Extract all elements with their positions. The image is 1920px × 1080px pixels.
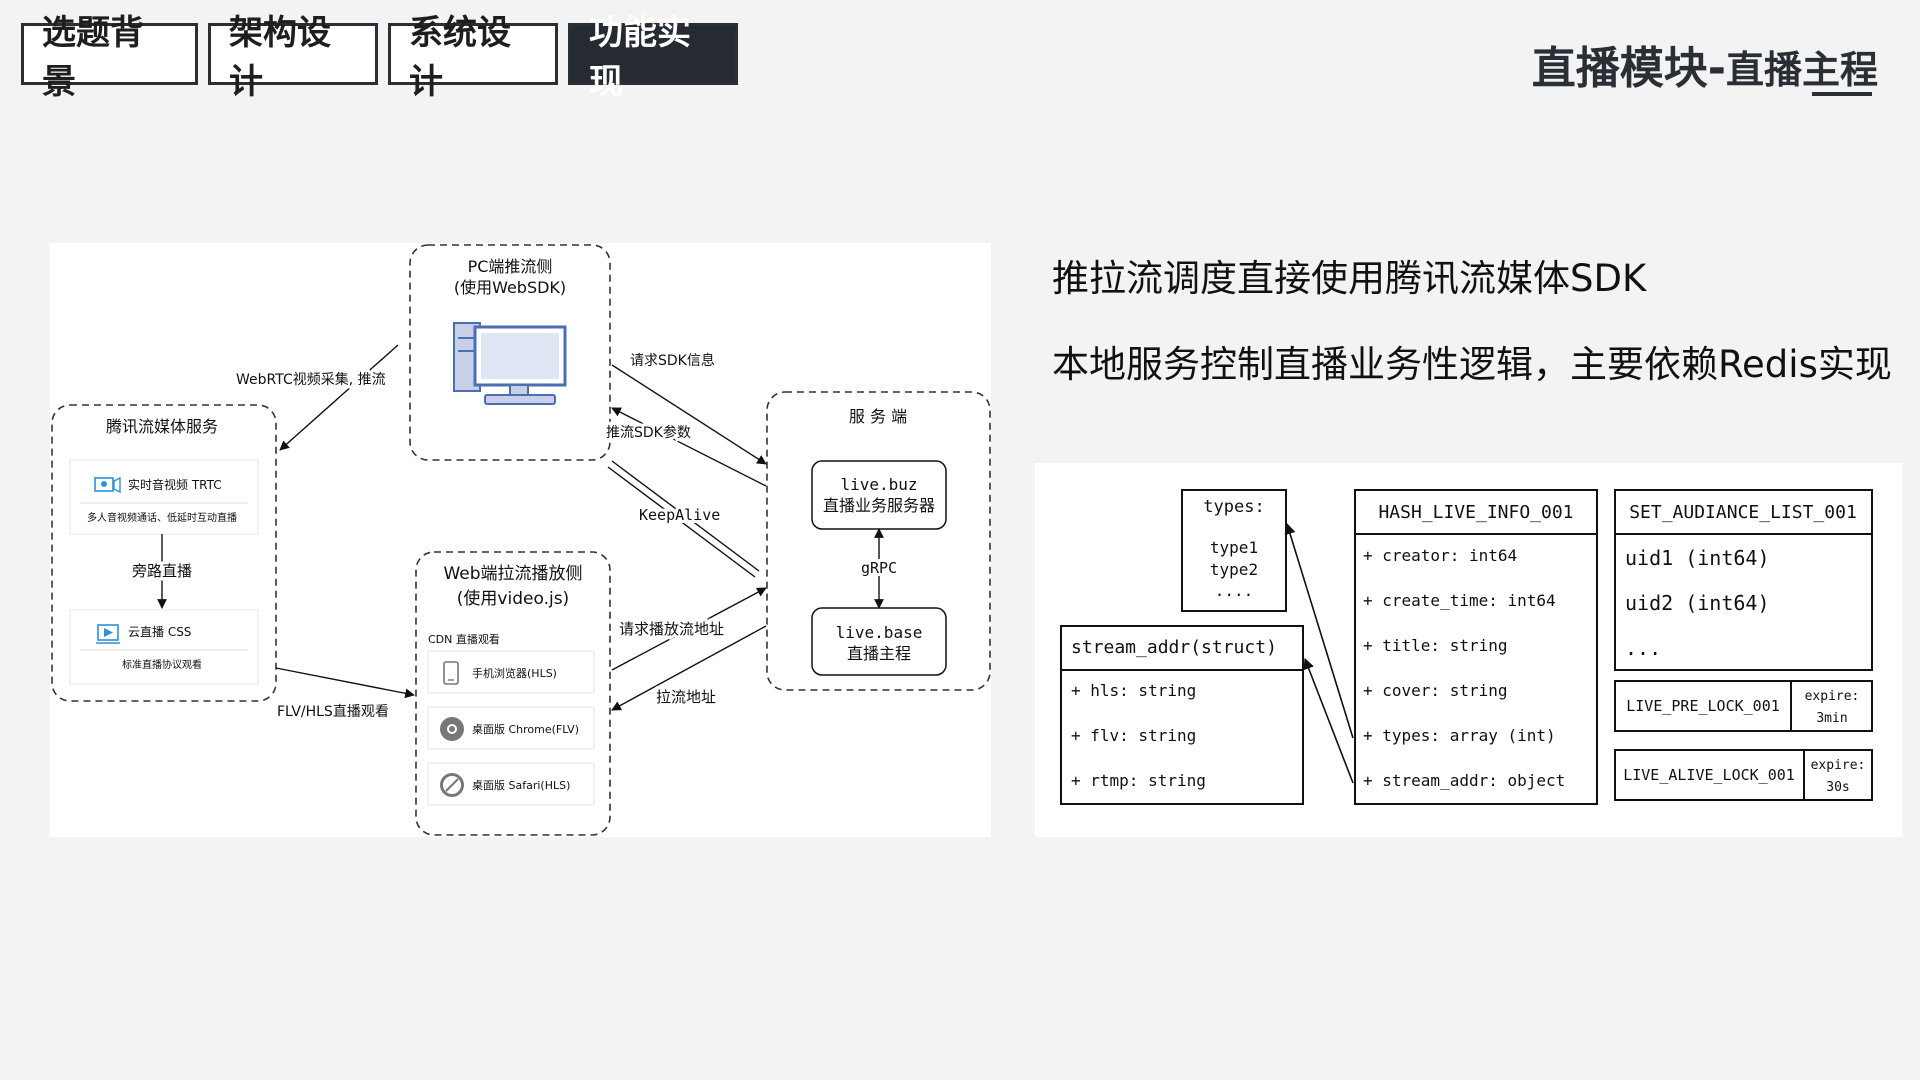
- tab-background[interactable]: 选题背景: [21, 13, 198, 102]
- server-node: 服 务 端 live.buz 直播业务服务器 live.base 直播主程 gR…: [766, 391, 991, 691]
- types-item-2: type2: [1210, 560, 1258, 579]
- hash-field-5: + types: array (int): [1363, 726, 1556, 745]
- pre-lock-expire-value: 3min: [1816, 711, 1847, 726]
- edge-label-request-pull: 请求播放流地址: [619, 620, 724, 638]
- edge-label-push-sdk: 推流SDK参数: [606, 424, 691, 441]
- edge-pull-address: 拉流地址: [611, 625, 767, 711]
- bypass-label: 旁路直播: [132, 562, 192, 580]
- stream-field-2: + flv: string: [1071, 726, 1196, 745]
- arrow-types-ref: [1284, 522, 1354, 739]
- hash-live-info-box: HASH_LIVE_INFO_001 + creator: int64 + cr…: [1354, 489, 1598, 805]
- tencent-title: 腾讯流媒体服务: [106, 417, 218, 436]
- pc-push-node: PC端推流侧 (使用WebSDK): [409, 244, 611, 461]
- edge-label-pull-address: 拉流地址: [656, 688, 716, 706]
- alive-lock-box: LIVE_ALIVE_LOCK_001 expire: 30s: [1614, 749, 1873, 801]
- cdn-item-3: 桌面版 Safari(HLS): [472, 778, 570, 792]
- redis-structure-diagram: types: type1 type2 .... stream_addr(stru…: [1035, 463, 1902, 837]
- stream-field-3: + rtmp: string: [1071, 771, 1206, 790]
- base-line-2: 直播主程: [847, 644, 911, 663]
- css-label: 云直播 CSS: [128, 625, 191, 639]
- computer-icon: [453, 322, 567, 405]
- arrow-stream-ref: [1303, 657, 1354, 784]
- edge-request-pull: 请求播放流地址: [611, 587, 767, 671]
- pre-lock-key: LIVE_PRE_LOCK_001: [1626, 697, 1780, 715]
- audience-set-box: SET_AUDIANCE_LIST_001 uid1 (int64) uid2 …: [1614, 489, 1873, 671]
- cdn-item-1: 手机浏览器(HLS): [472, 666, 557, 680]
- edge-label-keepalive: KeepAlive: [639, 506, 720, 524]
- hash-field-6: + stream_addr: object: [1363, 771, 1565, 790]
- mobile-phone-icon: [443, 661, 459, 685]
- edge-label-request-sdk: 请求SDK信息: [630, 352, 715, 369]
- audience-title: SET_AUDIANCE_LIST_001: [1629, 502, 1857, 523]
- edge-label-flv-hls: FLV/HLS直播观看: [277, 703, 389, 720]
- cdn-label: CDN 直播观看: [428, 632, 500, 646]
- tab-implementation[interactable]: 功能实现: [568, 13, 738, 102]
- hash-field-3: + title: string: [1363, 636, 1508, 655]
- cdn-item-2: 桌面版 Chrome(FLV): [472, 722, 579, 736]
- hash-field-4: + cover: string: [1363, 681, 1508, 700]
- description-line-2: 本地服务控制直播业务性逻辑，主要依赖Redis实现: [1052, 343, 1892, 386]
- buz-line-2: 直播业务服务器: [823, 496, 935, 515]
- web-title-1: Web端拉流播放侧: [443, 564, 582, 584]
- pc-title-2: (使用WebSDK): [454, 278, 566, 297]
- server-title: 服 务 端: [849, 407, 907, 426]
- architecture-diagram: PC端推流侧 (使用WebSDK) 腾讯流媒体服务 实时音视频 TR: [50, 243, 991, 837]
- tab-architecture[interactable]: 架构设计: [208, 13, 378, 102]
- video-call-icon: [94, 476, 121, 494]
- nav-tabs: 选题背景 架构设计 系统设计 功能实现: [21, 13, 738, 102]
- chrome-icon: [440, 717, 464, 741]
- web-play-node: Web端拉流播放侧 (使用video.js) CDN 直播观看 手机浏览器(HL…: [415, 551, 611, 836]
- alive-lock-expire-value: 30s: [1826, 780, 1849, 795]
- stream-struct-box: stream_addr(struct) + hls: string + flv:…: [1060, 625, 1304, 805]
- edge-push-sdk-params: 推流SDK参数: [603, 407, 767, 487]
- stream-struct-title: stream_addr(struct): [1071, 637, 1277, 658]
- tab-system-design[interactable]: 系统设计: [388, 13, 558, 102]
- audience-item-2: uid2 (int64): [1625, 591, 1770, 615]
- alive-lock-expire-label: expire:: [1811, 758, 1866, 773]
- live-player-icon: [96, 624, 120, 644]
- trtc-label: 实时音视频 TRTC: [128, 477, 222, 492]
- page-title-sub: 直播主程: [1725, 48, 1878, 92]
- description-line-1: 推拉流调度直接使用腾讯流媒体SDK: [1052, 257, 1647, 300]
- pc-title-1: PC端推流侧: [468, 257, 553, 276]
- hash-title: HASH_LIVE_INFO_001: [1378, 502, 1573, 523]
- page-title: 直播模块-直播主程: [1532, 32, 1878, 96]
- trtc-desc: 多人音视频通话、低延时互动直播: [87, 511, 237, 524]
- web-title-2: (使用video.js): [457, 588, 569, 609]
- types-box: types: type1 type2 ....: [1181, 489, 1287, 612]
- audience-item-3: ...: [1625, 636, 1661, 660]
- audience-item-1: uid1 (int64): [1625, 546, 1770, 570]
- page-title-main: 直播模块: [1531, 43, 1708, 94]
- hash-field-1: + creator: int64: [1363, 546, 1517, 565]
- edge-label-webrtc: WebRTC视频采集, 推流: [236, 371, 386, 388]
- stream-field-1: + hls: string: [1071, 681, 1196, 700]
- safari-icon: [440, 773, 464, 797]
- alive-lock-key: LIVE_ALIVE_LOCK_001: [1623, 766, 1795, 784]
- pre-lock-box: LIVE_PRE_LOCK_001 expire: 3min: [1614, 680, 1873, 732]
- hash-field-2: + create_time: int64: [1363, 591, 1556, 610]
- css-desc: 标准直播协议观看: [122, 658, 202, 671]
- types-item-3: ....: [1215, 581, 1254, 600]
- title-underline: [1812, 92, 1872, 96]
- edge-request-sdk: 请求SDK信息: [611, 352, 767, 465]
- types-item-1: type1: [1210, 538, 1258, 557]
- page-title-sep: -: [1707, 43, 1726, 94]
- grpc-label: gRPC: [861, 559, 897, 577]
- edge-flv-hls: FLV/HLS直播观看: [275, 667, 415, 720]
- edge-webrtc: WebRTC视频采集, 推流: [233, 344, 399, 451]
- buz-line-1: live.buz: [840, 475, 917, 494]
- base-line-1: live.base: [836, 623, 923, 642]
- types-title: types:: [1203, 497, 1264, 517]
- pre-lock-expire-label: expire:: [1805, 689, 1860, 704]
- tencent-service-node: 腾讯流媒体服务 实时音视频 TRTC 多人音视频通话、低延时互动直播 旁路直播 …: [51, 404, 277, 702]
- edge-keepalive: KeepAlive: [607, 460, 760, 578]
